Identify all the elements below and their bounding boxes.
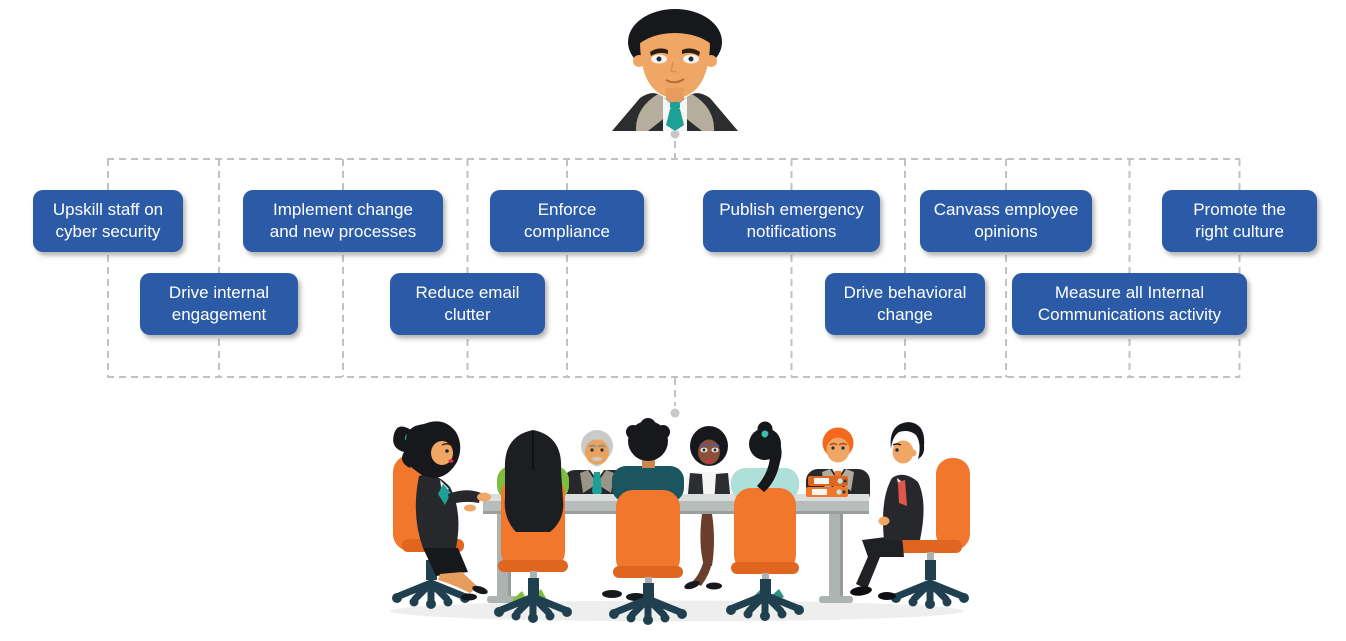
legs (862, 535, 904, 557)
face (640, 25, 710, 98)
goal-label: Canvass employee opinions (933, 199, 1079, 241)
face (892, 440, 914, 464)
goal-label: Upskill staff on cyber security (52, 199, 164, 241)
person-near-woman-ponytail (726, 421, 804, 622)
goal-label: Drive behavioral change (843, 282, 967, 324)
ponytail (757, 432, 782, 492)
manager-avatar (612, 9, 738, 131)
chair-seat (898, 540, 962, 553)
goal-label: Implement change and new processes (269, 199, 417, 241)
goal-box-enforce: Enforce compliance (490, 190, 644, 252)
skirt (423, 548, 468, 576)
goal-box-drive-behavioral: Drive behavioral change (825, 273, 985, 335)
goal-label: Measure all Internal Communications acti… (1037, 282, 1222, 324)
chair-seat (613, 566, 683, 578)
goal-box-promote: Promote the right culture (1162, 190, 1317, 252)
meeting-illustration (385, 418, 980, 641)
connector-node-top (670, 129, 680, 139)
goal-label: Promote the right culture (1193, 199, 1286, 241)
goal-label: Reduce email clutter (415, 282, 520, 324)
person-dark-skinned-woman (686, 426, 732, 504)
shoe (472, 585, 488, 595)
chair-back (734, 488, 796, 572)
goal-box-reduce-email: Reduce email clutter (390, 273, 545, 335)
teal-scarf (438, 484, 451, 505)
shoe (602, 590, 622, 598)
chair-back (936, 458, 970, 550)
goal-box-publish: Publish emergency notifications (703, 190, 880, 252)
binders (806, 476, 848, 497)
hand (477, 492, 491, 502)
face (431, 441, 453, 465)
tie (666, 109, 684, 131)
body-suit (883, 474, 924, 540)
person-left-end-woman (392, 421, 488, 609)
goal-box-canvass: Canvass employee opinions (920, 190, 1092, 252)
hair-scrunchie (761, 430, 769, 438)
goal-label: Enforce compliance (524, 199, 610, 241)
shoe (461, 593, 477, 601)
manager-illustration (612, 9, 738, 131)
chair-seat (731, 562, 799, 574)
person-near-woman-green (494, 430, 572, 623)
goal-box-implement-change: Implement change and new processes (243, 190, 443, 252)
legs (438, 572, 478, 593)
goal-box-drive-internal: Drive internal engagement (140, 273, 298, 335)
chair-back (616, 490, 680, 576)
table-leg (829, 514, 843, 598)
person-right-end-man (850, 422, 970, 609)
hair-bun (757, 421, 773, 437)
face (698, 439, 720, 465)
long-hair (504, 430, 564, 532)
goatee (591, 463, 603, 467)
hand (464, 504, 476, 512)
connector-node-bottom (670, 408, 680, 418)
shoe (850, 586, 872, 596)
body-suit (415, 474, 459, 548)
ear-right (705, 55, 717, 67)
shoe (878, 592, 896, 600)
face (585, 439, 609, 465)
hand (878, 516, 890, 526)
goal-box-measure: Measure all Internal Communications acti… (1012, 273, 1247, 335)
lips (448, 459, 454, 463)
ear-left (633, 55, 645, 67)
chair-seat (498, 560, 568, 572)
mustache (591, 457, 603, 461)
red-tie (898, 480, 907, 506)
person-near-man-teal (609, 418, 687, 625)
goal-label: Publish emergency notifications (719, 199, 864, 241)
neck (666, 88, 684, 102)
hair-fringe (634, 16, 716, 48)
tie-knot (670, 102, 680, 109)
hair (890, 422, 925, 459)
mouth (665, 78, 685, 84)
goal-label: Drive internal engagement (168, 282, 270, 324)
left-woman-arm (448, 490, 491, 512)
goal-box-upskill: Upskill staff on cyber security (33, 190, 183, 252)
face (826, 437, 850, 463)
teal-tie (592, 472, 602, 500)
lips (706, 459, 712, 463)
